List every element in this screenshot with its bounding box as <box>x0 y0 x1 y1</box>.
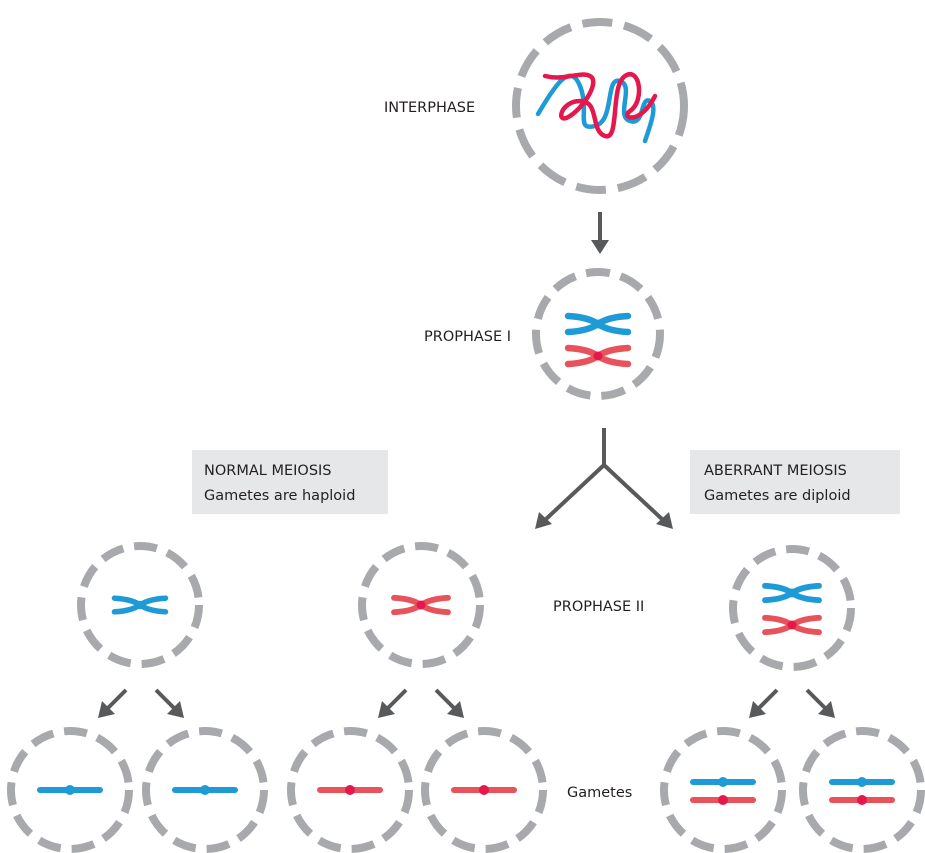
normal-meiosis-box: NORMAL MEIOSIS Gametes are haploid <box>192 450 388 514</box>
prophase-ii-cell-red <box>362 546 480 664</box>
gamete-cell-blue-2 <box>146 731 264 849</box>
normal-meiosis-subtitle: Gametes are haploid <box>204 488 355 504</box>
aberrant-meiosis-subtitle: Gametes are diploid <box>704 488 851 504</box>
interphase-cell <box>516 22 684 190</box>
normal-meiosis-title: NORMAL MEIOSIS <box>204 463 332 479</box>
split-arrow <box>535 428 673 529</box>
prophase-ii-label: PROPHASE II <box>553 599 644 615</box>
blue-chromosome <box>568 316 628 332</box>
interphase-label: INTERPHASE <box>384 100 475 116</box>
down-arrow <box>591 212 609 254</box>
aberrant-meiosis-box: ABERRANT MEIOSIS Gametes are diploid <box>690 450 900 514</box>
blue-chromatin-strand <box>535 73 656 144</box>
gamete-cell-red-2 <box>425 731 543 849</box>
prophase-ii-cell-blue <box>81 546 199 664</box>
gametes-label: Gametes <box>567 785 632 801</box>
gamete-arrows <box>98 688 835 718</box>
gamete-cell-blue-1 <box>11 731 129 849</box>
prophase-i-label: PROPHASE I <box>424 329 511 345</box>
red-chromosome <box>568 348 628 364</box>
gamete-cell-diploid-1 <box>664 731 782 849</box>
gamete-cell-diploid-2 <box>803 731 921 849</box>
red-chromatin-strand <box>542 72 658 139</box>
gamete-cell-red-1 <box>291 731 409 849</box>
prophase-ii-cell-diploid <box>733 549 851 667</box>
prophase-i-cell <box>536 272 660 396</box>
aberrant-meiosis-title: ABERRANT MEIOSIS <box>704 463 847 479</box>
